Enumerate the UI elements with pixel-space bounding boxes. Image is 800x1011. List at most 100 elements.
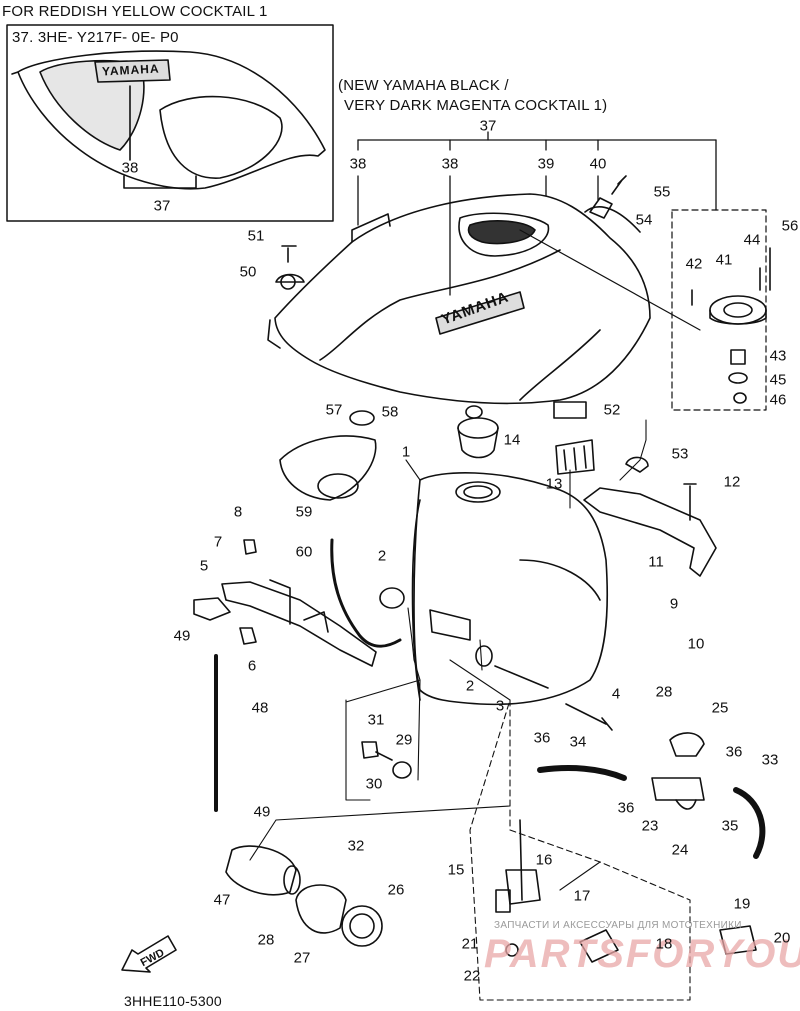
damper-53 bbox=[625, 456, 649, 473]
callout-31: 31 bbox=[367, 711, 385, 729]
callout-11: 11 bbox=[648, 553, 664, 571]
bracket-27 bbox=[295, 884, 347, 934]
callout-2-a: 2 bbox=[377, 547, 387, 565]
callout-34: 34 bbox=[569, 733, 587, 751]
bolt-4 bbox=[565, 703, 613, 731]
callout-25: 25 bbox=[711, 699, 729, 717]
callout-19: 19 bbox=[733, 895, 751, 913]
callout-32: 32 bbox=[347, 837, 365, 855]
callout-18: 18 bbox=[655, 935, 673, 953]
callout-14: 14 bbox=[503, 431, 521, 449]
top-title: FOR REDDISH YELLOW COCKTAIL 1 bbox=[2, 3, 268, 20]
callout-30: 30 bbox=[365, 775, 383, 793]
inset-frame bbox=[6, 24, 334, 222]
inset-bracket bbox=[123, 85, 197, 189]
callout-21: 21 bbox=[461, 935, 479, 953]
callout-47: 47 bbox=[213, 891, 231, 909]
callout-7: 7 bbox=[213, 533, 223, 551]
petcock-16 bbox=[495, 819, 541, 957]
callout-28-b: 28 bbox=[257, 931, 275, 949]
bolt-6 bbox=[239, 627, 257, 645]
bracket-5 bbox=[193, 597, 231, 621]
callout-36-c: 36 bbox=[617, 799, 635, 817]
callout-20: 20 bbox=[773, 929, 791, 947]
damper-13 bbox=[555, 439, 595, 475]
callout-5: 5 bbox=[199, 557, 209, 575]
cap-parts bbox=[519, 229, 771, 404]
callout-33: 33 bbox=[761, 751, 779, 769]
filter-23 bbox=[651, 777, 705, 801]
callout-36-a: 36 bbox=[533, 729, 551, 747]
diagram-code: 3HHE110-5300 bbox=[124, 993, 222, 1009]
callout-4: 4 bbox=[611, 685, 621, 703]
callout-60: 60 bbox=[295, 543, 313, 561]
callout-48: 48 bbox=[251, 699, 269, 717]
filler-cap bbox=[457, 405, 499, 459]
callout-55: 55 bbox=[653, 183, 671, 201]
leader-lines bbox=[249, 419, 647, 891]
callout-38-b: 38 bbox=[441, 155, 459, 173]
fwd-arrow bbox=[121, 935, 177, 973]
callout-52: 52 bbox=[603, 401, 621, 419]
callout-24: 24 bbox=[671, 841, 689, 859]
callout-39: 39 bbox=[537, 155, 555, 173]
callout-50: 50 bbox=[239, 263, 257, 281]
inset-part-number: 37. 3HE- Y217F- 0E- P0 bbox=[12, 29, 179, 46]
callout-56: 56 bbox=[781, 217, 799, 235]
top-bracket bbox=[357, 131, 717, 296]
callout-27: 27 bbox=[293, 949, 311, 967]
callout-35: 35 bbox=[721, 817, 739, 835]
arm-7 bbox=[221, 581, 377, 667]
callout-15: 15 bbox=[447, 861, 465, 879]
hose-33 bbox=[733, 787, 766, 859]
callout-46: 46 bbox=[769, 391, 787, 409]
hose-60 bbox=[330, 538, 402, 648]
callout-51: 51 bbox=[247, 227, 265, 245]
callout-3: 3 bbox=[495, 697, 505, 715]
callout-38-inset: 38 bbox=[121, 159, 139, 177]
petcock-guide bbox=[469, 699, 691, 1001]
callout-22: 22 bbox=[463, 967, 481, 985]
callout-41: 41 bbox=[715, 251, 733, 269]
watermark-tagline: ЗАПЧАСТИ И АКСЕССУАРЫ ДЛЯ МОТОТЕХНИКИ bbox=[494, 920, 742, 931]
variant-line-2: VERY DARK MAGENTA COCKTAIL 1) bbox=[344, 97, 608, 114]
callout-10: 10 bbox=[687, 635, 705, 653]
callout-40: 40 bbox=[589, 155, 607, 173]
callout-37: 37 bbox=[479, 117, 497, 135]
fuel-pump-47 bbox=[225, 845, 301, 896]
clamp-24 bbox=[675, 799, 697, 810]
filler-pad bbox=[279, 410, 377, 501]
inset-yamaha-logo: YAMAHA bbox=[101, 61, 160, 79]
callout-37-inset: 37 bbox=[153, 197, 171, 215]
callout-1: 1 bbox=[401, 443, 411, 461]
watermark-logo: PARTSFORYOU bbox=[484, 932, 800, 976]
callout-17: 17 bbox=[573, 887, 591, 905]
nut-8 bbox=[243, 539, 257, 555]
rubber-2a bbox=[379, 587, 405, 609]
callout-23: 23 bbox=[641, 817, 659, 835]
callout-43: 43 bbox=[769, 347, 787, 365]
callout-16: 16 bbox=[535, 851, 553, 869]
parts-29-31 bbox=[361, 741, 412, 779]
callout-49-a: 49 bbox=[173, 627, 191, 645]
parts-54-55 bbox=[589, 175, 627, 219]
callout-53: 53 bbox=[671, 445, 689, 463]
callout-12: 12 bbox=[723, 473, 741, 491]
callout-58: 58 bbox=[381, 403, 399, 421]
bracket-11 bbox=[583, 487, 717, 577]
bolt-12 bbox=[683, 483, 697, 521]
callout-29: 29 bbox=[395, 731, 413, 749]
callout-57: 57 bbox=[325, 401, 343, 419]
callout-44: 44 bbox=[743, 231, 761, 249]
clamp-25 bbox=[669, 732, 705, 757]
callout-26: 26 bbox=[387, 881, 405, 899]
callout-8: 8 bbox=[233, 503, 243, 521]
variant-line-1: (NEW YAMAHA BLACK / bbox=[338, 77, 509, 94]
callout-42: 42 bbox=[685, 255, 703, 273]
inset-side-cover bbox=[11, 50, 326, 190]
hose-34 bbox=[537, 765, 627, 781]
callout-38-a: 38 bbox=[349, 155, 367, 173]
callout-49-b: 49 bbox=[253, 803, 271, 821]
callout-59: 59 bbox=[295, 503, 313, 521]
